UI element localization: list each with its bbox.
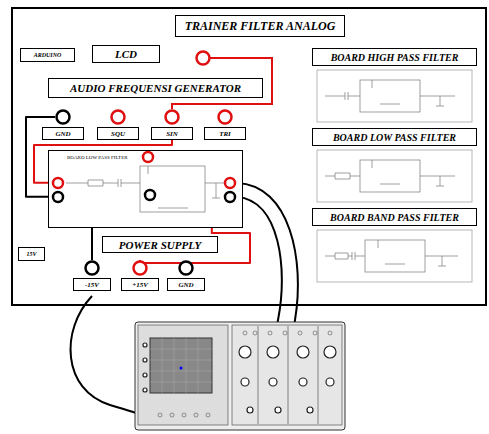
- board-heading: BOARD LOW PASS FILTER: [312, 128, 477, 146]
- box-label: 15V: [26, 251, 36, 257]
- jack-socket: [84, 260, 100, 276]
- jack-socket: [164, 109, 180, 125]
- board-terminal: [145, 190, 155, 200]
- board-heading: BOARD BAND PASS FILTER: [312, 208, 477, 226]
- board-terminal: [53, 178, 63, 188]
- schematic-wiring: [66, 166, 230, 208]
- jack-terminal: SIN: [151, 109, 193, 140]
- box-label: BOARD LOW PASS FILTER: [333, 132, 456, 143]
- jack-label-box: GND: [167, 278, 205, 291]
- jack-terminal: -15V: [73, 260, 111, 291]
- jack-terminal: +15V: [121, 260, 159, 291]
- board-schematic: [48, 150, 243, 228]
- box-label: ARDUINO: [34, 52, 62, 58]
- schematic-lines: [66, 166, 230, 212]
- pin-label: GND: [55, 130, 70, 138]
- jack-ring: [112, 111, 125, 124]
- jack-terminal: GND: [167, 260, 205, 291]
- jack-terminal: SQU: [97, 109, 139, 140]
- pin-label: SQU: [111, 130, 125, 138]
- board-terminal: [53, 192, 63, 202]
- module-box: ARDUINO: [20, 48, 75, 62]
- pin-label: SIN: [166, 130, 178, 138]
- jack-label-box: +15V: [121, 278, 159, 291]
- jack-label-box: SQU: [97, 127, 139, 140]
- jack-label-box: -15V: [73, 278, 111, 291]
- jack-terminal: TRI: [204, 109, 246, 140]
- output-jack: [197, 52, 210, 65]
- box-label: TRAINER FILTER ANALOG: [185, 19, 336, 34]
- jack-label-box: SIN: [151, 127, 193, 140]
- module-box: AUDIO FREQUENSI GENERATOR: [48, 78, 263, 98]
- filter-board: BOARD LOW PASS FILTER: [48, 150, 243, 228]
- pin-label: +15V: [132, 281, 148, 289]
- jack-ring: [57, 111, 70, 124]
- jack-socket: [217, 109, 233, 125]
- pin-label: GND: [178, 281, 193, 289]
- voltage-box: 15V: [18, 247, 45, 261]
- jack-socket: [178, 260, 194, 276]
- jack-socket: [132, 260, 148, 276]
- pin-label: TRI: [219, 130, 231, 138]
- oscilloscope: [135, 322, 345, 430]
- box-label: AUDIO FREQUENSI GENERATOR: [70, 82, 241, 94]
- board-terminal: [225, 192, 235, 202]
- trainer-panel: [12, 8, 486, 305]
- filter-boards: [317, 70, 472, 282]
- box-label: BOARD HIGH PASS FILTER: [331, 52, 459, 63]
- pin-label: -15V: [85, 281, 99, 289]
- ic-outline: [140, 166, 205, 212]
- module-box: LCD: [92, 45, 160, 63]
- board-terminal: [225, 178, 235, 188]
- board-label: BOARD LOW PASS FILTER: [67, 155, 128, 160]
- jack-ring: [180, 262, 193, 275]
- jack-socket: [110, 109, 126, 125]
- jack-socket: [55, 109, 71, 125]
- jack-label-box: GND: [42, 127, 84, 140]
- jack-ring: [166, 111, 179, 124]
- box-label: BOARD BAND PASS FILTER: [330, 212, 459, 223]
- board-terminal: [143, 152, 153, 162]
- jack-ring: [219, 111, 232, 124]
- board-heading: BOARD HIGH PASS FILTER: [312, 48, 477, 66]
- jack-ring: [86, 262, 99, 275]
- title-box: TRAINER FILTER ANALOG: [175, 15, 345, 37]
- jack-ring: [134, 262, 147, 275]
- patch-wire: [91, 228, 93, 260]
- box-label: LCD: [115, 48, 137, 60]
- jack-label-box: TRI: [204, 127, 246, 140]
- module-box: POWER SUPPLY: [102, 236, 218, 253]
- box-label: POWER SUPPLY: [119, 239, 201, 251]
- jack-terminal: GND: [42, 109, 84, 140]
